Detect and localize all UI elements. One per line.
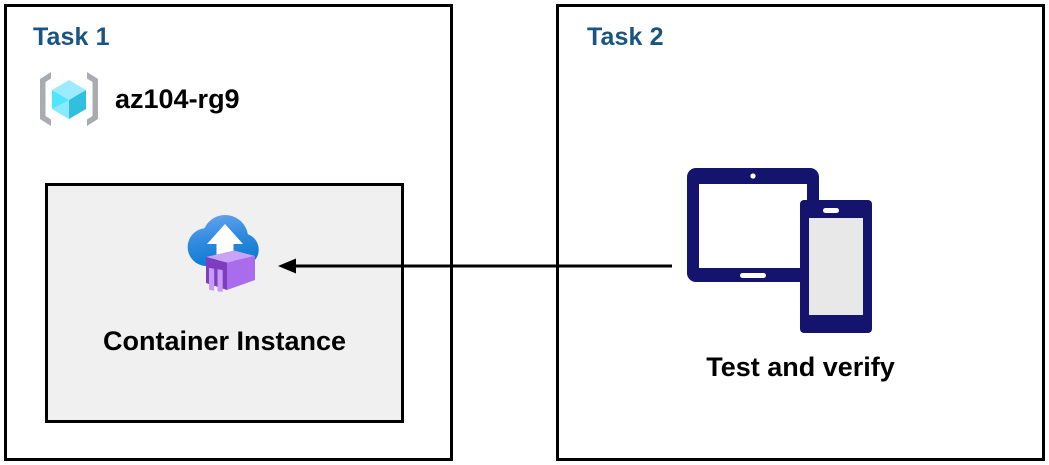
resource-box: Container Instance — [45, 183, 404, 423]
device-icon-wrap — [683, 160, 873, 335]
resource-group-row: az104-rg9 — [37, 67, 240, 131]
task-1-panel: Task 1 az104-rg9 — [4, 4, 453, 461]
tablet-and-phone-icon — [683, 160, 873, 335]
task-1-title: Task 1 — [33, 23, 110, 51]
azure-container-instance-icon — [175, 204, 275, 296]
device-label: Test and verify — [706, 352, 895, 382]
resource-box-label: Container Instance — [102, 326, 347, 356]
task-2-title: Task 2 — [587, 23, 664, 51]
azure-resource-group-icon — [37, 67, 101, 131]
resource-group-label: az104-rg9 — [115, 83, 240, 114]
container-instance-icon-wrap — [48, 204, 401, 296]
